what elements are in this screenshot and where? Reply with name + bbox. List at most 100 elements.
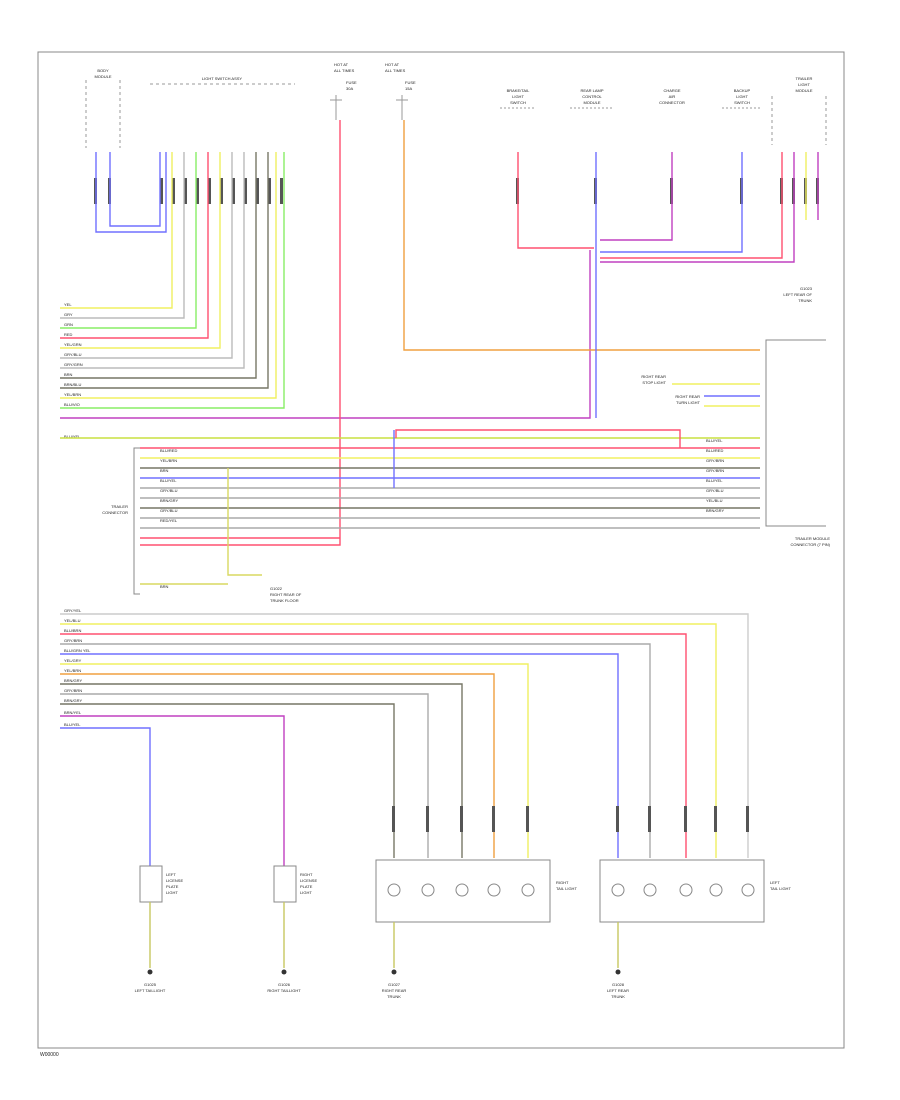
svg-text:LEFT TAILLIGHT: LEFT TAILLIGHT	[135, 988, 166, 993]
svg-text:ALL TIMES: ALL TIMES	[385, 68, 406, 73]
svg-text:LIGHT: LIGHT	[300, 890, 312, 895]
component-rear-lamp-module: REAR LAMP CONTROL MODULE	[570, 88, 614, 109]
svg-text:ALL TIMES: ALL TIMES	[334, 68, 355, 73]
svg-text:SWITCH: SWITCH	[510, 100, 526, 105]
wires-lower-group	[60, 613, 749, 866]
svg-text:CONNECTOR: CONNECTOR	[659, 100, 685, 105]
svg-text:GRY/BLU: GRY/BLU	[160, 488, 178, 493]
left-license-plate-light: LEFT LICENSE PLATE LIGHT	[139, 865, 183, 975]
light-switch-bus: LIGHT SWITCH ASSY	[150, 76, 295, 85]
svg-text:GRY/BRN: GRY/BRN	[64, 688, 82, 693]
svg-text:LIGHT: LIGHT	[512, 94, 524, 99]
right-tail-light: RIGHT TAIL LIGHT	[375, 859, 577, 975]
svg-text:RIGHT REAR OF: RIGHT REAR OF	[270, 592, 302, 597]
svg-text:BLU/YEL: BLU/YEL	[64, 434, 81, 439]
connector-strip-lower	[392, 806, 749, 832]
svg-text:HOT AT: HOT AT	[334, 62, 349, 67]
svg-text:G1025: G1025	[144, 982, 157, 987]
svg-text:BRN/YEL: BRN/YEL	[64, 710, 82, 715]
svg-text:BRN: BRN	[64, 372, 73, 377]
right-license-plate-light: RIGHT LICENSE PLATE LIGHT	[273, 865, 317, 975]
svg-text:STOP LIGHT: STOP LIGHT	[642, 380, 666, 385]
svg-text:AIR: AIR	[669, 94, 676, 99]
svg-text:GRN: GRN	[64, 322, 73, 327]
svg-text:MODULE: MODULE	[795, 88, 812, 93]
wires-fuse	[140, 120, 760, 546]
svg-text:CONNECTOR: CONNECTOR	[102, 510, 128, 515]
svg-text:BRN/GRY: BRN/GRY	[706, 508, 724, 513]
svg-text:GRY/BLU: GRY/BLU	[160, 508, 178, 513]
svg-text:LEFT REAR OF: LEFT REAR OF	[783, 292, 812, 297]
svg-text:BLU/YEL: BLU/YEL	[160, 478, 177, 483]
wire-group-2-right-labels: BLU/YEL BLU/RED GRY/BRN GRY/BRN BLU/YEL …	[706, 438, 724, 513]
body-module: BODY MODULE	[85, 68, 121, 148]
svg-text:YEL/BLU: YEL/BLU	[64, 618, 81, 623]
component-backup-switch: BACKUP LIGHT SWITCH	[722, 88, 760, 109]
svg-text:BLU/YEL: BLU/YEL	[706, 478, 723, 483]
svg-text:TRUNK FLOOR: TRUNK FLOOR	[270, 598, 299, 603]
svg-text:BLU/VIO: BLU/VIO	[64, 402, 80, 407]
svg-text:RIGHT REAR: RIGHT REAR	[675, 394, 700, 399]
svg-text:15A: 15A	[405, 86, 412, 91]
ground-left-tail: G1028 LEFT REAR TRUNK	[607, 982, 629, 999]
svg-text:BRN/BLU: BRN/BLU	[64, 382, 81, 387]
svg-text:BLU/RED: BLU/RED	[160, 448, 177, 453]
svg-text:BLU/BRN: BLU/BRN	[64, 628, 81, 633]
svg-text:BRN/GRY: BRN/GRY	[160, 498, 178, 503]
svg-text:GRY/BRN: GRY/BRN	[706, 458, 724, 463]
svg-text:YEL/BLU: YEL/BLU	[706, 498, 723, 503]
svg-text:BRAKE/TAIL: BRAKE/TAIL	[507, 88, 531, 93]
trailer-module-connector-label: TRAILER MODULE CONNECTOR (7 PIN)	[791, 536, 831, 547]
svg-text:YEL/GRY: YEL/GRY	[64, 658, 82, 663]
diagram-code: W00000	[40, 1052, 59, 1058]
svg-text:RIGHT REAR: RIGHT REAR	[382, 988, 407, 993]
svg-text:YEL: YEL	[64, 302, 72, 307]
svg-text:RIGHT: RIGHT	[556, 880, 569, 885]
svg-text:GRY: GRY	[64, 312, 73, 317]
trailer-connector-label: TRAILER CONNECTOR	[102, 504, 128, 515]
svg-text:RIGHT TAILLIGHT: RIGHT TAILLIGHT	[267, 988, 301, 993]
fuse-b-symbol	[396, 95, 408, 120]
trailer-connector-bracket	[133, 447, 140, 595]
ground-mid-label: RIGHT REAR STOP LIGHT RIGHT REAR TURN LI…	[641, 374, 700, 405]
svg-text:GRY/BLU: GRY/BLU	[706, 488, 724, 493]
svg-text:GRY/BLU: GRY/BLU	[64, 352, 82, 357]
svg-text:YEL/GRN: YEL/GRN	[64, 342, 82, 347]
svg-text:LICENSE: LICENSE	[166, 878, 183, 883]
svg-text:SWITCH: SWITCH	[734, 100, 750, 105]
svg-text:G1026: G1026	[278, 982, 291, 987]
trailer-module-connector	[765, 339, 826, 527]
svg-text:TRAILER: TRAILER	[796, 76, 813, 81]
svg-text:G1023: G1023	[800, 286, 813, 291]
wire-group-3-labels: GRY/YEL YEL/BLU BLU/BRN GRY/BRN BLU/GRN …	[64, 608, 91, 727]
svg-text:BLU/GRN YEL: BLU/GRN YEL	[64, 648, 91, 653]
fuse-b-label: HOT AT ALL TIMES FUSE 15A	[385, 62, 416, 91]
svg-text:REAR LAMP: REAR LAMP	[580, 88, 603, 93]
svg-text:YEL/BRN: YEL/BRN	[64, 668, 81, 673]
svg-text:TRUNK: TRUNK	[611, 994, 625, 999]
svg-text:LEFT: LEFT	[770, 880, 780, 885]
svg-text:RED: RED	[64, 332, 73, 337]
svg-text:LICENSE: LICENSE	[300, 878, 317, 883]
svg-text:LIGHT SWITCH ASSY: LIGHT SWITCH ASSY	[202, 76, 242, 81]
svg-text:RED/YEL: RED/YEL	[160, 518, 178, 523]
svg-text:TRAILER: TRAILER	[111, 504, 128, 509]
svg-text:TURN LIGHT: TURN LIGHT	[676, 400, 701, 405]
fuse-a-label: HOT AT ALL TIMES FUSE 30A	[334, 62, 357, 91]
svg-text:TAIL LIGHT: TAIL LIGHT	[770, 886, 791, 891]
ground-left-lamp: G1025 LEFT TAILLIGHT	[135, 982, 166, 993]
svg-text:G1027: G1027	[388, 982, 401, 987]
svg-text:BRN/GRY: BRN/GRY	[64, 698, 82, 703]
svg-text:LIGHT: LIGHT	[166, 890, 178, 895]
svg-text:BRN: BRN	[160, 468, 169, 473]
svg-text:GRY/BRN: GRY/BRN	[64, 638, 82, 643]
component-charge-connector: CHARGE AIR CONNECTOR	[659, 88, 685, 105]
svg-text:TAIL LIGHT: TAIL LIGHT	[556, 886, 577, 891]
ground-top-right: G1023 LEFT REAR OF TRUNK	[783, 286, 812, 303]
svg-text:G1022: G1022	[270, 586, 283, 591]
wire-group-2-labels: BLU/RED YEL/BRN BRN BLU/YEL GRY/BLU BRN/…	[160, 448, 178, 589]
svg-text:HOT AT: HOT AT	[385, 62, 400, 67]
svg-text:TRUNK: TRUNK	[387, 994, 401, 999]
ground-mid: G1022 RIGHT REAR OF TRUNK FLOOR	[270, 586, 302, 603]
